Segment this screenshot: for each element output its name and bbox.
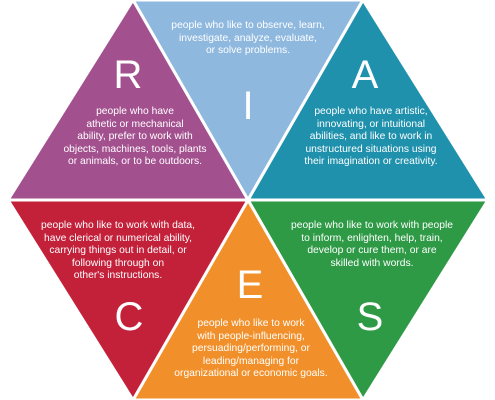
realistic-description: people who have athetic or mechanical ab… bbox=[63, 106, 207, 168]
social-description: people who like to work with people to i… bbox=[291, 220, 453, 269]
social-letter: S bbox=[356, 295, 384, 339]
investigative-letter: I bbox=[242, 84, 254, 128]
segment-realistic bbox=[5, 0, 251, 202]
investigative-description: people who like to observe, learn, inves… bbox=[171, 20, 325, 57]
enterprising-letter: E bbox=[236, 263, 264, 307]
conventional-letter: C bbox=[114, 295, 144, 339]
conventional-description: people who like to work with data, have … bbox=[41, 220, 195, 282]
artistic-description: people who have artistic, innovating, or… bbox=[304, 106, 438, 168]
artistic-letter: A bbox=[351, 53, 379, 97]
realistic-letter: R bbox=[113, 53, 143, 97]
enterprising-description: people who like to work with people-infl… bbox=[174, 318, 328, 380]
